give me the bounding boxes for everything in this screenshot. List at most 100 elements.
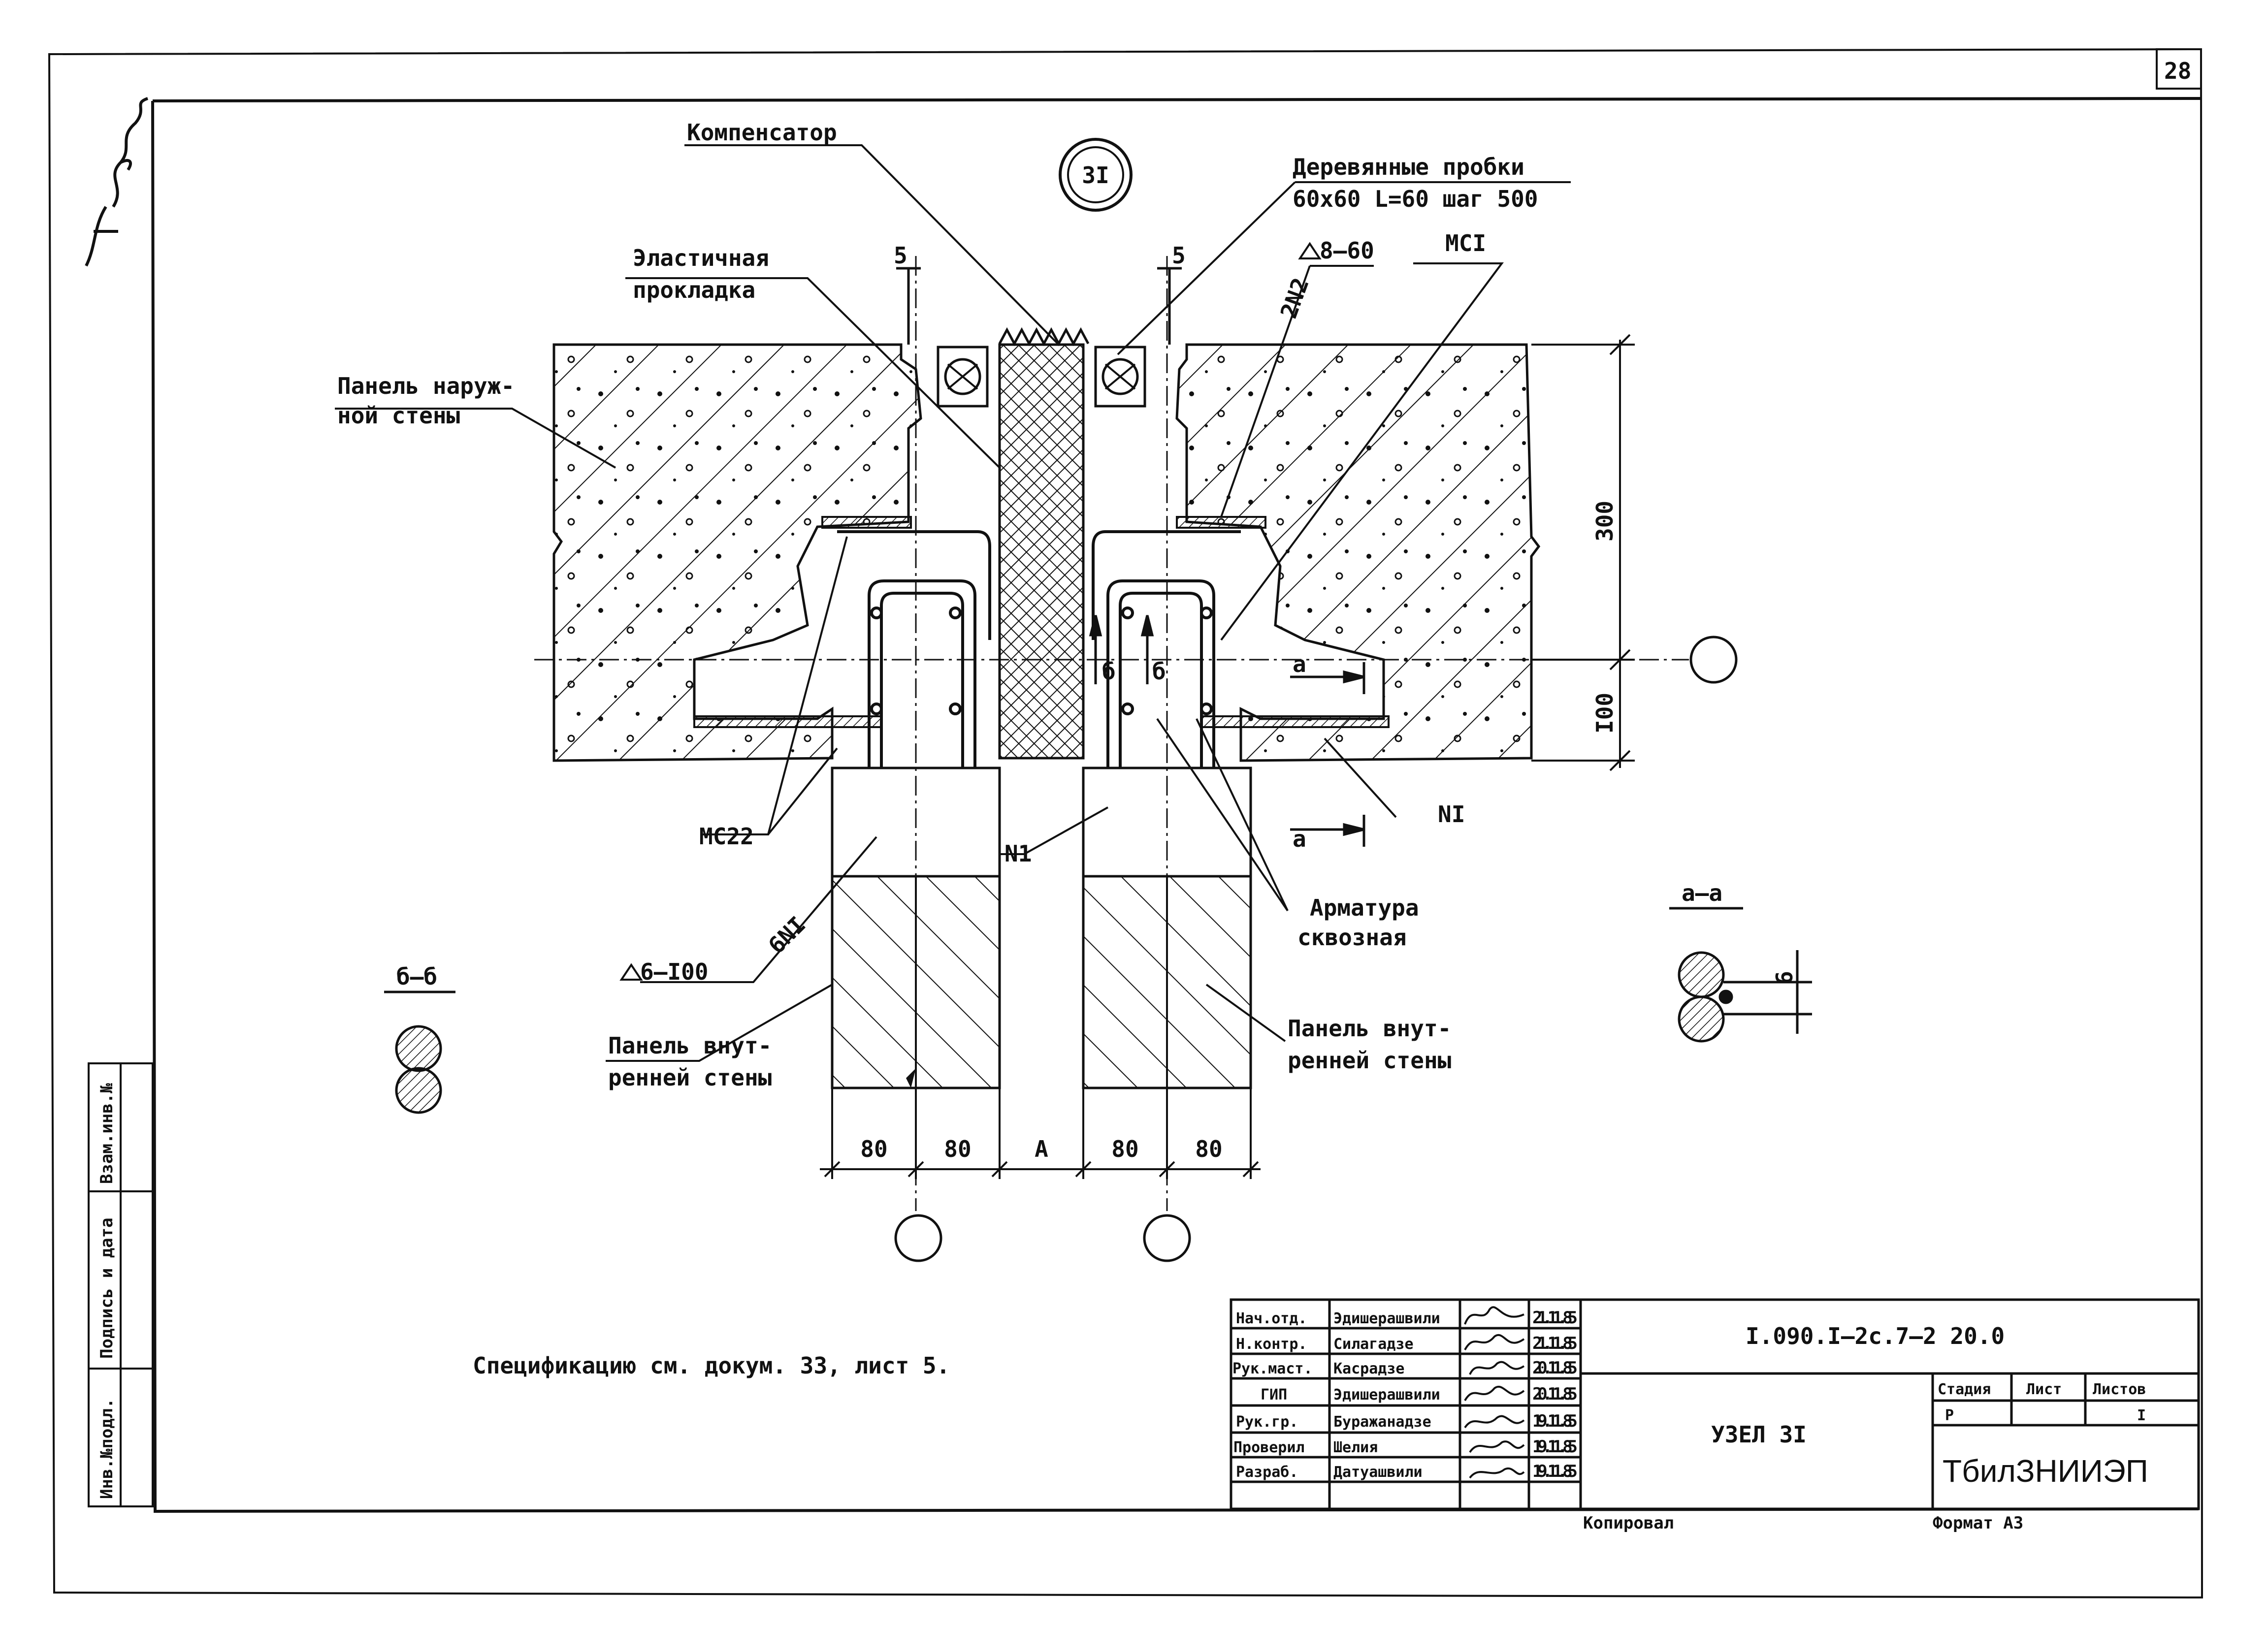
through-rebar-right [1200, 715, 1390, 728]
tb-role-6: Разраб. [1236, 1464, 1298, 1481]
tb-role-4: Рук.гр. [1236, 1413, 1298, 1431]
tb-stage-value: Р [1945, 1407, 1954, 1424]
tb-role-3: ГИП [1261, 1386, 1287, 1404]
label-compensator: Компенсатор [687, 119, 837, 146]
label-mc22: МС22 [699, 823, 754, 850]
label-elastic-2: прокладка [633, 277, 755, 303]
tb-sheet-label: Лист [2026, 1381, 2062, 1398]
spec-note: Спецификацию см. докум. 33, лист 5. [473, 1352, 950, 1379]
label-wood-plugs-2: 60х60 L=60 шаг 500 [1293, 186, 1538, 212]
horizontal-dimensions [820, 1088, 1261, 1179]
title-block [1230, 1298, 2200, 1510]
label-inner-right-2: ренней стены [1288, 1047, 1451, 1074]
tb-date-4: 19.11.85 [1532, 1411, 1578, 1431]
side-stamp [88, 1062, 154, 1507]
axis-lines [534, 256, 1689, 1211]
section-bb-title: б–б [396, 963, 437, 990]
section-aa-dim: 6 [1771, 971, 1798, 985]
axis-marker-horizontal [1689, 636, 1738, 684]
rebar-loops-right [1092, 530, 1241, 876]
tb-name-5: Шелия [1333, 1439, 1378, 1456]
label-inner-left-2: ренней стены [608, 1064, 772, 1091]
tb-name-2: Касрадзе [1333, 1360, 1405, 1377]
tb-date-3: 20.11.85 [1532, 1384, 1578, 1404]
dim-300: 300 [1591, 501, 1618, 542]
dim-100: I00 [1591, 693, 1618, 734]
stamp-inv-orig: Инв.№подл. [97, 1398, 117, 1499]
dim-w4: 80 [1195, 1136, 1222, 1162]
compensator [998, 327, 1090, 347]
leader-lines [335, 144, 1571, 1062]
sheet-number: 28 [2164, 58, 2191, 84]
cut-b-right-label: б [1152, 658, 1166, 685]
tb-name-3: Эдишерашвили [1333, 1386, 1440, 1404]
label-2n2: 2N2 [1275, 274, 1314, 322]
label-n1-center: N1 [1004, 840, 1032, 867]
cut-b-arrows [1089, 615, 1154, 684]
handwritten-signature [85, 97, 149, 267]
plate-mc1-right [1176, 516, 1266, 529]
label-outer-panel-2: ной стены [337, 402, 460, 429]
tb-drawing-title: УЗЕЛ 3I [1711, 1421, 1807, 1448]
label-mc1: МСI [1445, 230, 1486, 256]
plate-mc22-left [821, 516, 912, 529]
label-through-rebar-1: Арматура [1310, 894, 1419, 921]
tb-role-5: Проверил [1233, 1439, 1305, 1456]
label-inner-right-1: Панель внут- [1288, 1015, 1451, 1042]
dim-w3: 80 [1111, 1136, 1138, 1162]
stamp-sign-date: Подпись и дата [97, 1217, 117, 1359]
label-wood-plugs-1: Деревянные пробки [1293, 154, 1524, 180]
rebar-loops-left [837, 530, 991, 876]
tb-doc-code: I.090.I–2с.7–2 20.0 [1746, 1323, 2005, 1349]
node-mark-label: 3I [1082, 162, 1109, 189]
elastic-gasket [998, 343, 1085, 760]
tb-date-5: 19.11.85 [1532, 1437, 1578, 1457]
cut-a-top-label: а [1293, 651, 1306, 677]
stamp-replace-inv: Взам.инв.№ [97, 1083, 117, 1184]
label-weld-8-60: 8–60 [1320, 237, 1374, 264]
cut-5-right-label: 5 [1172, 242, 1186, 269]
label-outer-panel-1: Панель наруж- [337, 373, 515, 399]
tb-role-1: Н.контр. [1236, 1336, 1307, 1353]
tb-date-6: 19.11.85 [1532, 1462, 1578, 1481]
tb-date-1: 21.11.85 [1532, 1334, 1578, 1353]
section-aa-title: а–а [1682, 880, 1722, 906]
tb-copied-by: Копировал [1583, 1513, 1674, 1533]
tb-stage-label: Стадия [1938, 1381, 1991, 1398]
section-bb-bars [395, 1025, 442, 1114]
tb-name-4: Буражанадзе [1333, 1413, 1431, 1431]
tb-date-0: 21.11.85 [1532, 1308, 1578, 1328]
through-rebar-left [693, 715, 882, 728]
label-through-rebar-2: сквозная [1297, 924, 1407, 951]
label-elastic-1: Эластичная [633, 245, 769, 271]
cut-line-5 [896, 267, 1182, 345]
wood-plug-right [1094, 346, 1146, 408]
tb-date-2: 20.11.85 [1532, 1358, 1578, 1378]
axis-marker-right [1143, 1214, 1191, 1262]
dim-w1: 80 [860, 1136, 887, 1162]
label-n1-right: NI [1438, 801, 1465, 828]
label-weld-6-100: 6–I00 [640, 958, 708, 985]
tb-name-6: Датуашвили [1333, 1464, 1423, 1481]
vertical-dimensions [1531, 334, 1635, 771]
dim-w2: 80 [944, 1136, 971, 1162]
weld-triangle-icon [1298, 242, 1322, 259]
section-aa-bars [1678, 950, 1812, 1043]
label-6n1: 6NI [763, 911, 811, 959]
cut-a-bottom-label: а [1293, 826, 1306, 852]
tb-role-0: Нач.отд. [1236, 1310, 1307, 1327]
label-inner-left-1: Панель внут- [608, 1032, 772, 1059]
cut-b-left-label: б [1102, 658, 1116, 685]
node-mark-circle [1059, 138, 1133, 212]
tb-organization: ТбилЗНИИЭП [1943, 1453, 2148, 1489]
tb-name-0: Эдишерашвили [1333, 1310, 1440, 1327]
dim-gap: А [1035, 1136, 1048, 1162]
weld-triangle-6-icon [619, 963, 643, 981]
wood-plug-left [937, 346, 989, 408]
tb-role-2: Рук.маст. [1232, 1360, 1313, 1377]
cut-5-left-label: 5 [894, 242, 907, 269]
cut-a-arrows [1290, 662, 1365, 847]
tb-format: Формат А3 [1933, 1513, 2023, 1533]
signature-scribbles [1464, 1306, 1525, 1479]
